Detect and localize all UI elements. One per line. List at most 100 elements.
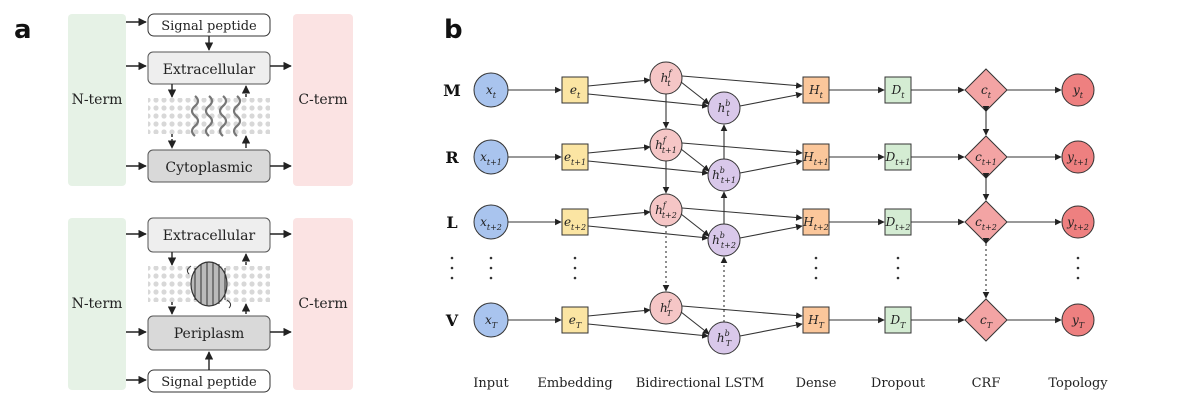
row-3-dropout-node — [884, 306, 912, 334]
ellipsis-dot-1-1 — [573, 266, 577, 270]
row-3-crf-label: cT — [980, 313, 993, 330]
row-0-arrow-embed-fwd — [587, 77, 651, 87]
row-3-dense-node — [802, 306, 830, 334]
extracellular-box-top — [147, 51, 271, 85]
row-3-input-label: xT — [485, 313, 498, 330]
row-3-embedding-label: eT — [569, 313, 582, 330]
row-2-embedding-label: et+2 — [564, 215, 586, 232]
row-0-arrow-fwd-bwd — [680, 81, 710, 105]
row-1-crf-node — [964, 135, 1008, 179]
row-1-arrow-fwd-bwd — [680, 148, 710, 172]
row-2-residue-label: L — [446, 213, 457, 232]
row-2-arrow-embed-fwd — [587, 209, 651, 219]
row-0-embedding-label: et — [570, 83, 581, 100]
ellipsis-dot-1-2 — [573, 276, 577, 280]
row-0-dense-node — [802, 76, 830, 104]
row-1-embedding-label: et+1 — [564, 150, 586, 167]
row-3-arrow-fwd-bwd — [680, 311, 710, 335]
ellipsis-dot-3-1 — [896, 266, 900, 270]
periplasm-label-bottom: Periplasm — [174, 326, 245, 342]
cterm-label-bottom: C-term — [298, 296, 347, 312]
column-label-0: Input — [473, 376, 509, 391]
ellipsis-dot-4-1 — [1076, 266, 1080, 270]
row-3-dense-label: HT — [807, 313, 824, 330]
row-0-dropout-label: Dt — [891, 83, 906, 100]
row-1-input-label: xt+1 — [480, 150, 502, 167]
nterm-box-bottom — [68, 218, 126, 390]
row-1-dropout-label: Dt+1 — [885, 150, 911, 167]
row-1-topology-label: yt+1 — [1066, 150, 1089, 167]
row-0-embedding-node — [561, 76, 589, 104]
ellipsis-dot-0-0 — [489, 256, 493, 260]
row-1-arrow-bwd-dense — [739, 158, 803, 174]
panel-a-bottom-arrows — [126, 229, 292, 385]
row-3-crf-node — [964, 298, 1008, 342]
row-2-topology-label: yt+2 — [1066, 215, 1089, 232]
panel-a-top-arrows — [126, 17, 292, 171]
ellipsis-dot-3-2 — [896, 276, 900, 280]
ellipsis-dot-2-2 — [814, 276, 818, 280]
row-1-input-node — [473, 139, 509, 175]
row-2-dropout-label: Dt+2 — [885, 215, 911, 232]
row-3-residue-label: V — [445, 311, 459, 330]
alpha-helix-icon — [190, 95, 242, 137]
cterm-label-top: C-term — [298, 92, 347, 108]
row-1-crf-label: ct+1 — [975, 150, 997, 167]
row-3-topology-node — [1061, 303, 1095, 337]
row-0-topology-label: yt — [1072, 83, 1084, 100]
ellipsis-dot-4-2 — [1076, 276, 1080, 280]
row-1-arrow-embed-bwd — [587, 160, 709, 176]
row-0-input-label: xt — [486, 83, 497, 100]
ellipsis-dot-1-0 — [573, 256, 577, 260]
extracellular-box-bottom — [147, 217, 271, 253]
nterm-label-bottom: N-term — [72, 296, 123, 312]
row-3-arrow-bwd-dense — [739, 321, 803, 337]
column-label-2: Bidirectional LSTM — [636, 376, 765, 391]
row-2-input-label: xt+2 — [480, 215, 502, 232]
row-2-crf-label: ct+2 — [975, 215, 997, 232]
beta-barrel-icon — [186, 261, 232, 309]
ellipsis-dot-3-0 — [896, 256, 900, 260]
row-1-dense-label: Ht+1 — [802, 150, 828, 167]
nterm-box-top — [68, 14, 126, 186]
column-label-3: Dense — [796, 376, 837, 391]
ellipsis-dot-0-2 — [489, 276, 493, 280]
ellipsis-dot-row-1 — [450, 266, 454, 270]
ellipsis-dot-row-0 — [450, 256, 454, 260]
row-2-arrow-fwd-bwd — [680, 213, 710, 237]
row-3-dropout-label: DT — [890, 313, 907, 330]
cterm-box-top — [293, 14, 353, 186]
row-0-arrow-embed-bwd — [587, 93, 709, 109]
ellipsis-dot-2-0 — [814, 256, 818, 260]
row-2-input-node — [473, 204, 509, 240]
row-2-embedding-node — [561, 208, 589, 236]
signal-peptide-label-bottom: Signal peptide — [161, 375, 257, 390]
row-0-residue-label: M — [443, 81, 461, 100]
row-2-dropout-node — [884, 208, 912, 236]
row-0-topology-node — [1061, 73, 1095, 107]
row-2-dense-label: Ht+2 — [802, 215, 828, 232]
panel-a-top: N-term C-term Signal peptide Extracellul… — [68, 13, 353, 186]
row-3-arrow-fwd-dense — [681, 305, 803, 319]
row-1-topology-node — [1061, 140, 1095, 174]
row-3-embedding-node — [561, 306, 589, 334]
ellipsis-dot-4-0 — [1076, 256, 1080, 260]
column-label-6: Topology — [1048, 376, 1108, 391]
cytoplasmic-label-top: Cytoplasmic — [165, 160, 252, 176]
cterm-box-bottom — [293, 218, 353, 390]
signal-peptide-label-top: Signal peptide — [161, 19, 257, 34]
ellipsis-dot-row-2 — [450, 276, 454, 280]
column-label-5: CRF — [972, 376, 1001, 391]
periplasm-box-bottom — [147, 315, 271, 351]
extracellular-label-bottom: Extracellular — [163, 228, 256, 244]
row-2-crf-node — [964, 200, 1008, 244]
row-0-arrow-bwd-dense — [739, 91, 803, 107]
